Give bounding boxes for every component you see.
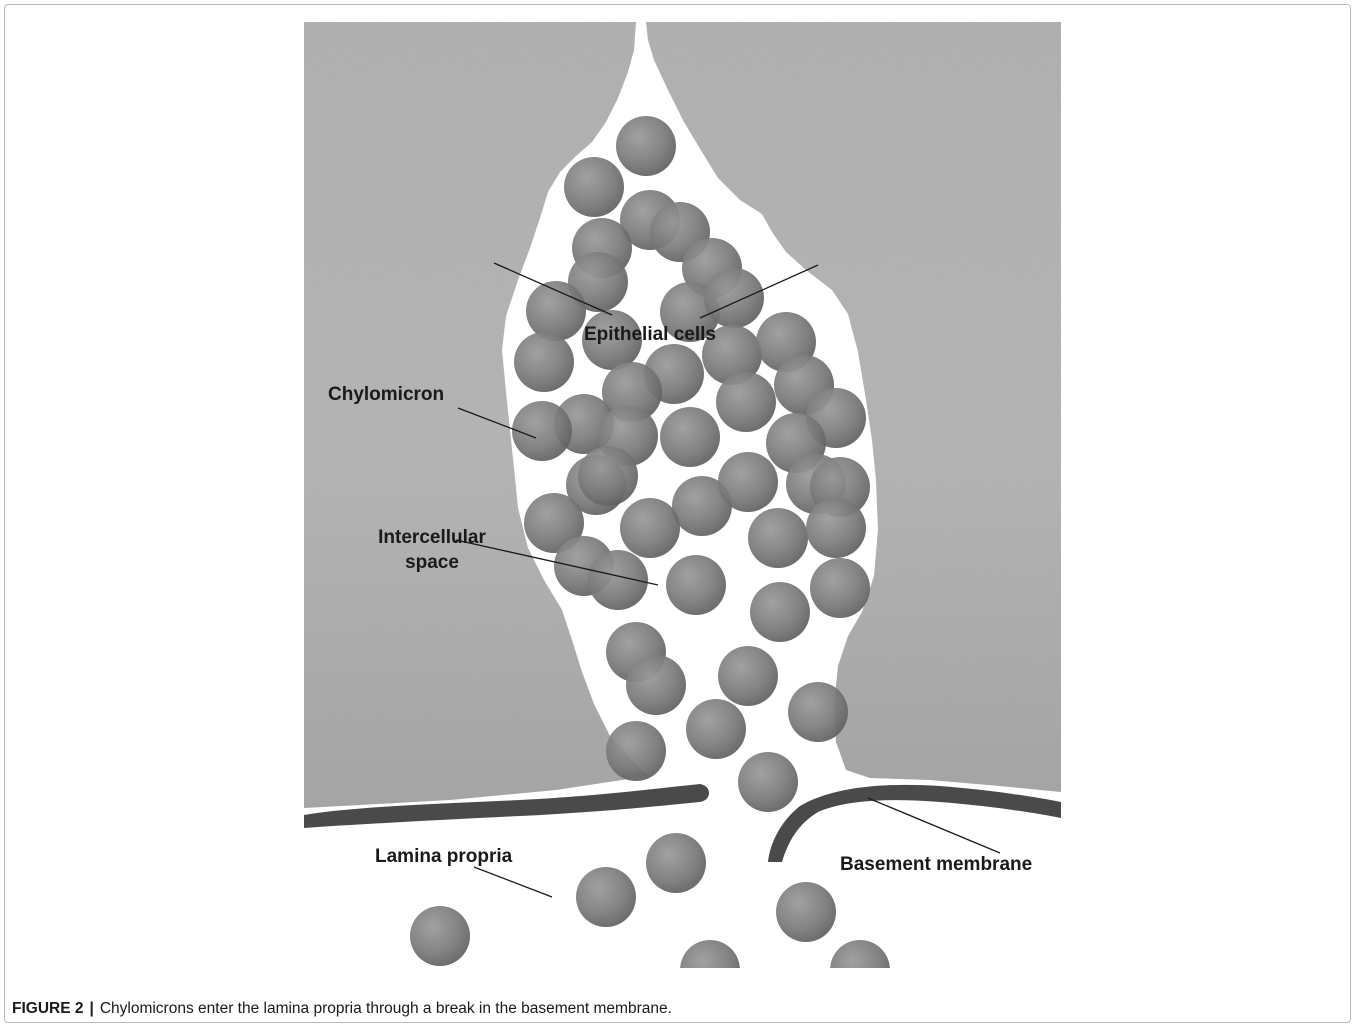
chylomicron-28 (718, 452, 778, 512)
chylomicron-45 (606, 721, 666, 781)
chylomicron-19 (512, 401, 572, 461)
caption-separator: | (89, 1000, 93, 1017)
figure-caption: FIGURE 2 | Chylomicrons enter the lamina p… (12, 1000, 672, 1018)
chylomicron-32 (620, 498, 680, 558)
chylomicron-47 (646, 833, 706, 893)
chylomicron-48 (576, 867, 636, 927)
chylomicron-36 (588, 550, 648, 610)
leader-line-basement-membrane (868, 798, 1000, 853)
label-epithelial-cells: Epithelial cells (584, 324, 716, 345)
label-intercellular-space-line2: space (405, 552, 459, 573)
label-lamina-propria: Lamina propria (375, 846, 513, 867)
chylomicron-2 (564, 157, 624, 217)
chylomicron-21 (716, 372, 776, 432)
chylomicron-37 (666, 555, 726, 615)
caption-text: Chylomicrons enter the lamina propria th… (100, 1000, 672, 1017)
chylomicron-51 (680, 940, 740, 1000)
label-intercellular-space-line1: Intercellular (378, 527, 486, 548)
chylomicron-42 (718, 646, 778, 706)
chylomicron-26 (578, 446, 638, 506)
chylomicron-1 (616, 116, 676, 176)
leader-line-lamina-propria (474, 867, 552, 897)
chylomicron-10 (704, 268, 764, 328)
label-basement-membrane: Basement membrane (840, 854, 1032, 875)
chylomicron-39 (810, 558, 870, 618)
chylomicron-52 (830, 940, 890, 1000)
chylomicron-33 (748, 508, 808, 568)
basement-membrane-right (768, 785, 1061, 862)
chylomicron-46 (738, 752, 798, 812)
chylomicron-43 (788, 682, 848, 742)
chylomicron-34 (806, 498, 866, 558)
chylomicron-44 (686, 699, 746, 759)
figure-number: FIGURE 2 (12, 1000, 83, 1017)
chylomicron-20 (660, 407, 720, 467)
chylomicron-49 (776, 882, 836, 942)
chylomicron-12 (514, 332, 574, 392)
chylomicron-38 (750, 582, 810, 642)
chylomicron-41 (626, 655, 686, 715)
chylomicron-50 (410, 906, 470, 966)
label-chylomicron: Chylomicron (328, 384, 444, 405)
